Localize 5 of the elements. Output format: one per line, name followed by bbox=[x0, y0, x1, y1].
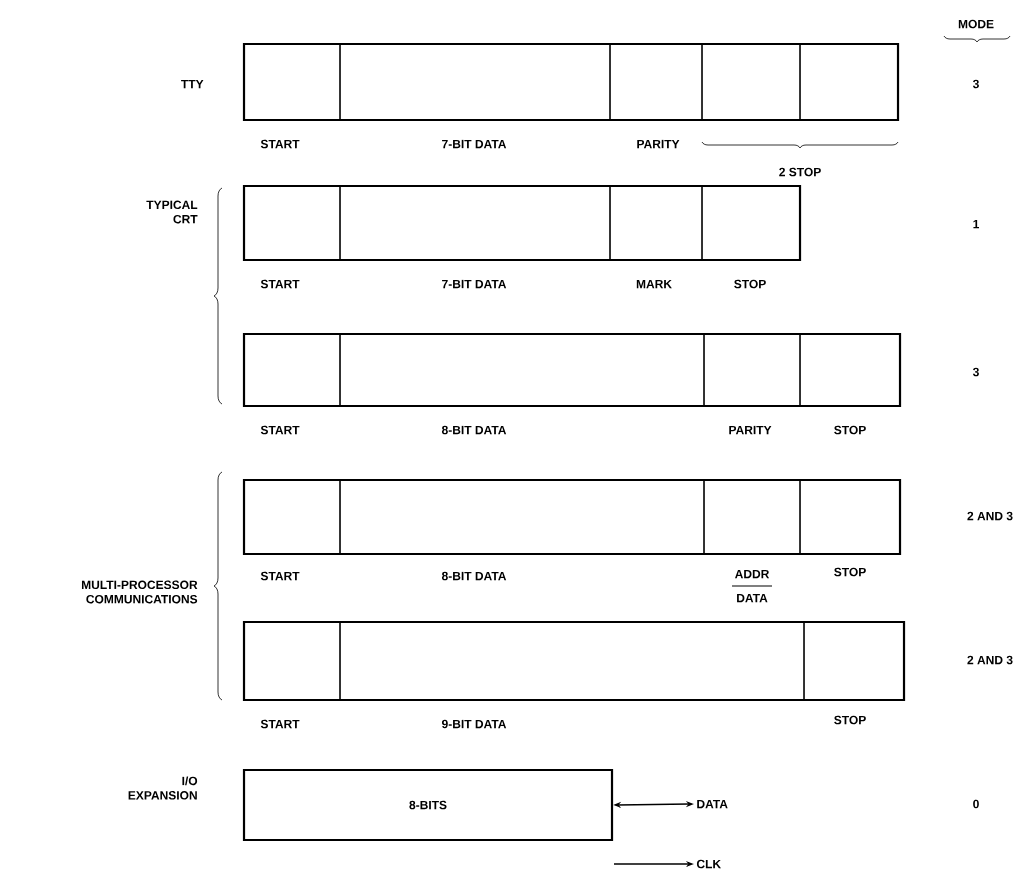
frame-box bbox=[242, 332, 902, 408]
frame-box bbox=[242, 42, 900, 122]
frame-box bbox=[242, 620, 906, 702]
frame-box bbox=[242, 184, 802, 262]
frame-box bbox=[242, 478, 902, 556]
